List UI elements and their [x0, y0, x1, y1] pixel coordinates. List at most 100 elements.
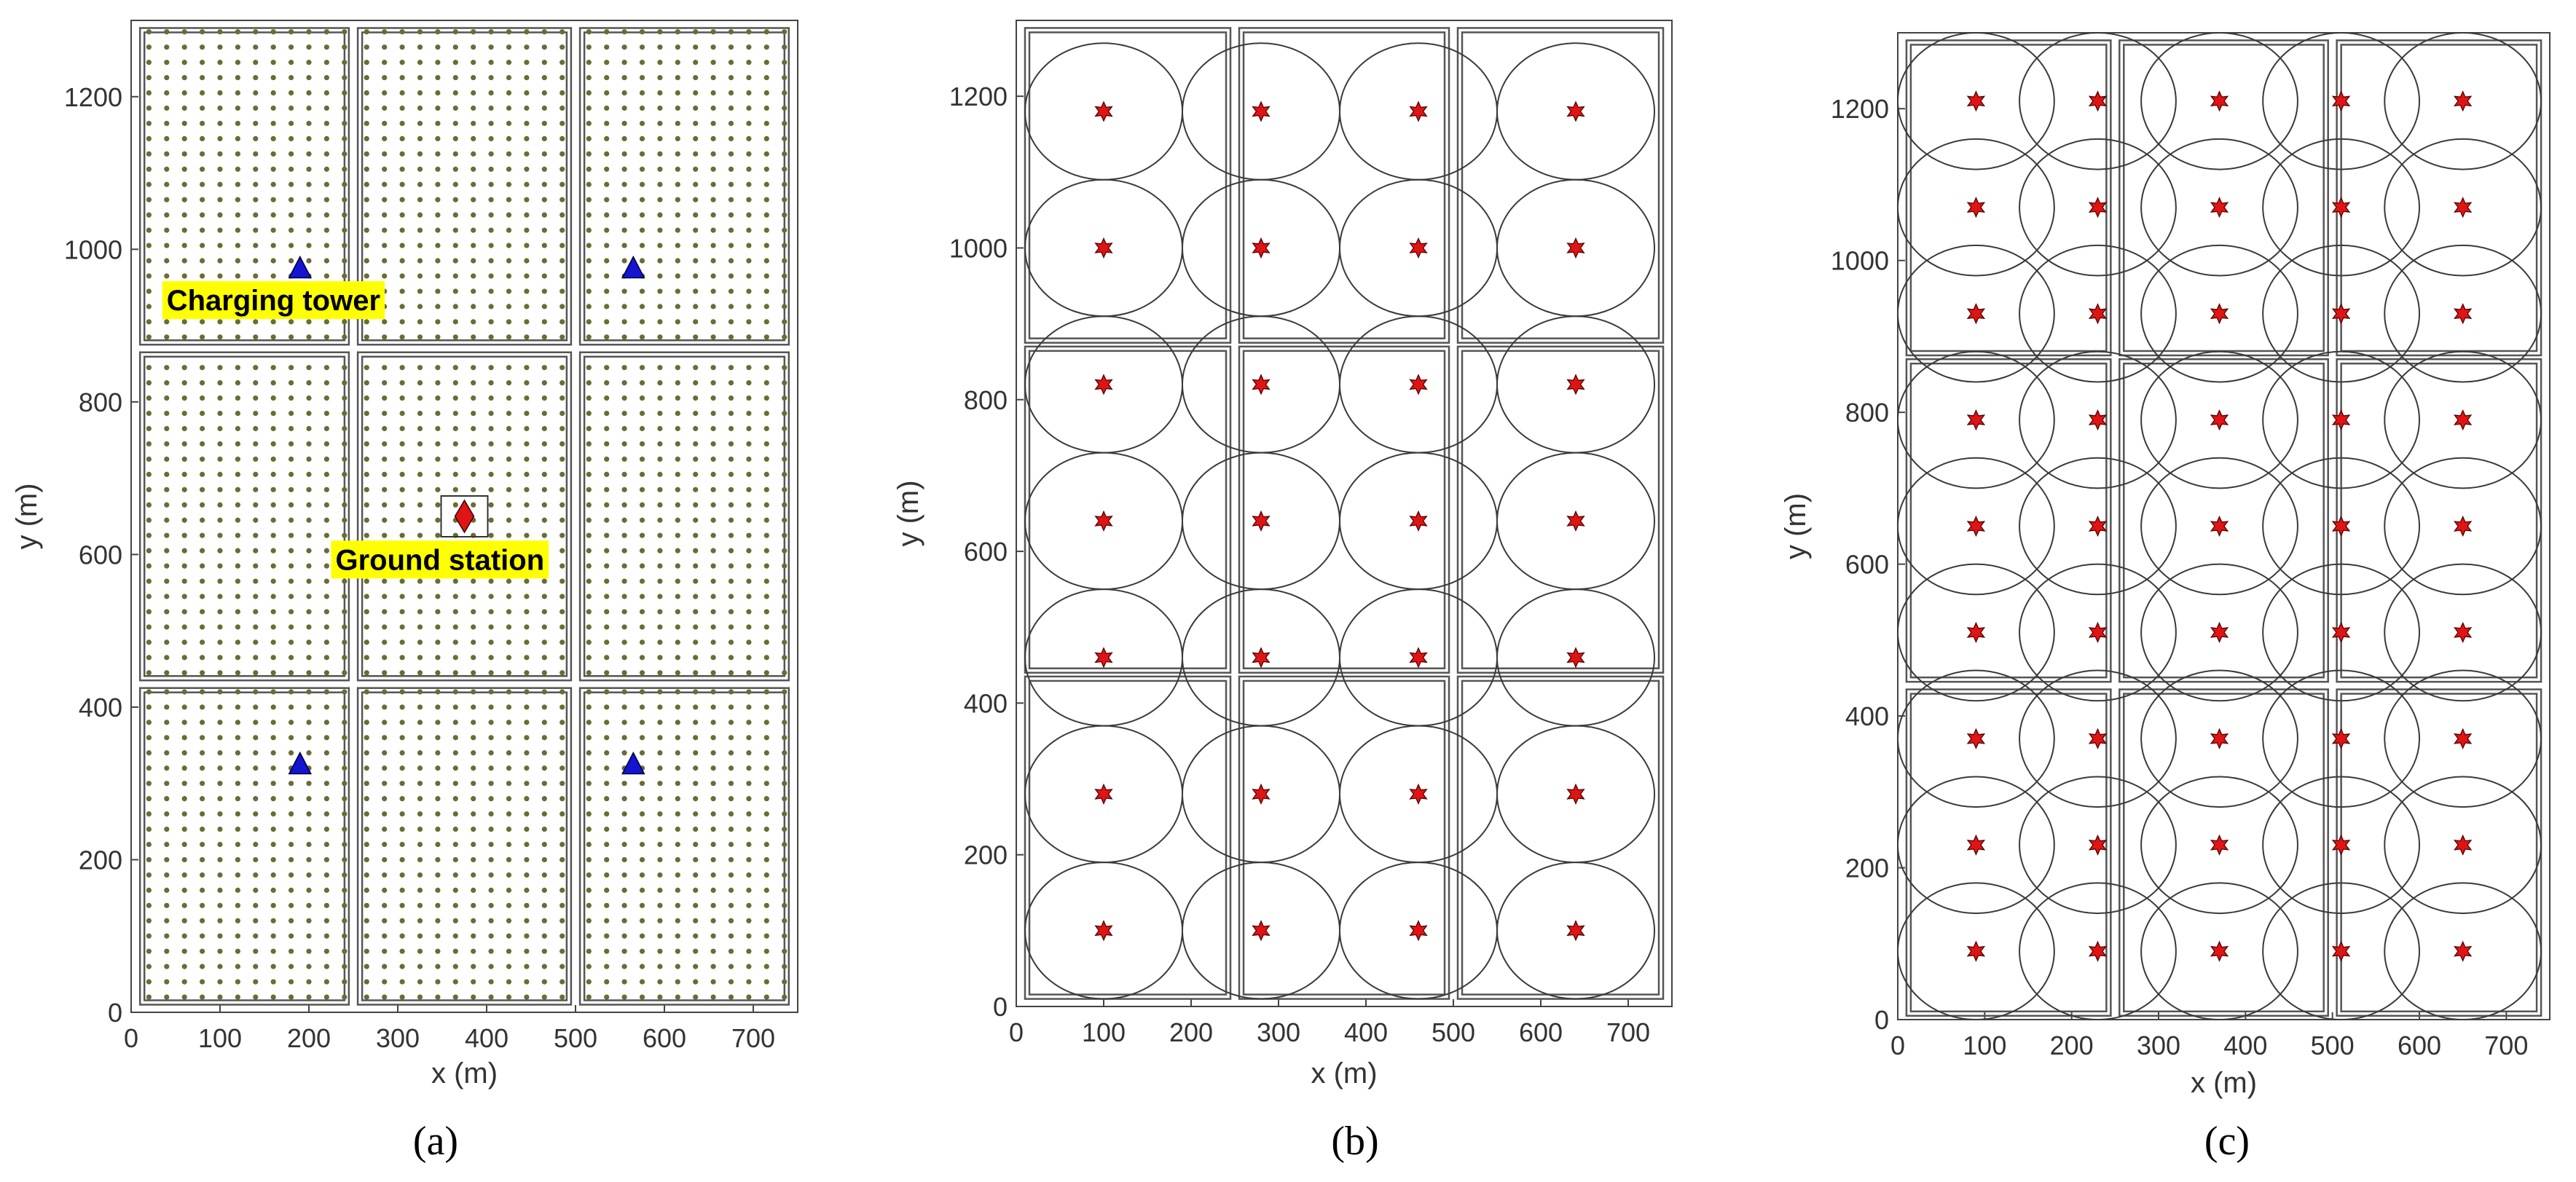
sensor-node [306, 105, 312, 111]
sensor-node [146, 750, 152, 756]
annotation-label: Charging tower [167, 285, 380, 317]
sensor-node [639, 781, 645, 787]
sensor-node [621, 151, 627, 157]
sensor-node [693, 120, 699, 127]
sensor-node [146, 902, 152, 908]
sensor-node [728, 796, 734, 802]
sensor-node [452, 948, 458, 954]
sensor-node [506, 532, 512, 538]
sensor-node [364, 258, 369, 264]
sensor-node [746, 60, 752, 66]
sensor-node [164, 74, 170, 81]
sensor-node [452, 197, 458, 202]
y-tick-label: 1000 [64, 235, 122, 264]
sensor-node [181, 243, 187, 248]
sensor-node [382, 380, 388, 386]
sensor-node [506, 765, 512, 771]
sensor-node [471, 166, 476, 172]
sensor-node [270, 44, 276, 50]
sensor-node [693, 425, 699, 432]
sensor-node [146, 273, 152, 279]
hover-point-marker [2453, 834, 2473, 856]
sensor-node [452, 704, 458, 710]
sensor-node [306, 548, 312, 553]
sensor-node [728, 887, 734, 893]
sensor-node [270, 750, 276, 756]
sensor-node [435, 212, 441, 218]
sensor-node [675, 994, 680, 1000]
field-block-inner [2123, 362, 2325, 679]
sensor-node [621, 887, 627, 893]
sensor-node [181, 639, 187, 645]
sensor-node [146, 120, 152, 127]
sensor-node [604, 456, 610, 462]
sensor-node [639, 166, 645, 172]
sensor-node [506, 872, 512, 878]
sensor-node [323, 44, 329, 50]
sensor-node [270, 689, 276, 695]
sensor-node [306, 410, 312, 417]
sensor-node [763, 594, 769, 599]
sensor-node [506, 105, 512, 111]
hover-point-marker [2453, 515, 2473, 537]
sensor-node [471, 258, 476, 264]
sensor-node [541, 60, 547, 66]
sensor-node [710, 90, 716, 96]
sensor-node [435, 365, 441, 371]
sensor-node [746, 856, 752, 863]
sensor-node [782, 90, 788, 96]
sensor-node [417, 902, 423, 908]
sensor-node [200, 44, 205, 50]
sensor-node [506, 735, 512, 741]
sensor-node [763, 948, 769, 954]
sensor-node [746, 44, 752, 50]
sensor-node [746, 872, 752, 878]
field-block-inner [1028, 350, 1228, 669]
x-tick-label: 400 [465, 1023, 508, 1053]
sensor-node [435, 902, 441, 908]
coverage-circle [2384, 138, 2542, 277]
sensor-node [417, 471, 423, 477]
sensor-node [435, 624, 441, 630]
field-block-outer [1024, 345, 1232, 674]
sensor-node [417, 609, 423, 615]
sensor-node [763, 826, 769, 832]
sensor-node [399, 456, 405, 462]
sensor-node [217, 44, 223, 50]
sensor-node [586, 151, 592, 157]
sensor-node [471, 578, 476, 584]
sensor-node [763, 887, 769, 893]
sensor-node [342, 594, 347, 599]
sensor-node [710, 227, 716, 233]
sensor-node [146, 243, 152, 248]
sensor-node [164, 948, 170, 954]
hover-point-marker [1252, 374, 1271, 395]
sensor-node [364, 750, 369, 756]
sensor-node [782, 750, 788, 756]
sensor-node [364, 29, 369, 35]
sensor-node [364, 735, 369, 741]
sensor-node [217, 319, 223, 325]
sensor-node [710, 548, 716, 553]
sensor-node [342, 841, 347, 848]
sensor-node [471, 670, 476, 676]
sensor-node [342, 704, 347, 710]
sensor-node [164, 841, 170, 848]
sensor-node [471, 120, 476, 127]
sensor-node [323, 212, 329, 218]
sensor-node [399, 212, 405, 218]
sensor-node [763, 781, 769, 787]
sensor-node [506, 319, 512, 325]
sensor-node [604, 796, 610, 802]
sensor-node [506, 120, 512, 127]
sensor-node [399, 105, 405, 111]
sensor-node [675, 319, 680, 325]
sensor-node [586, 994, 592, 1000]
sensor-node [200, 765, 205, 771]
sensor-node [200, 135, 205, 141]
sensor-node [657, 994, 663, 1000]
sensor-node [710, 918, 716, 923]
sensor-node [342, 964, 347, 969]
sensor-node [452, 334, 458, 340]
sensor-node [559, 735, 565, 741]
